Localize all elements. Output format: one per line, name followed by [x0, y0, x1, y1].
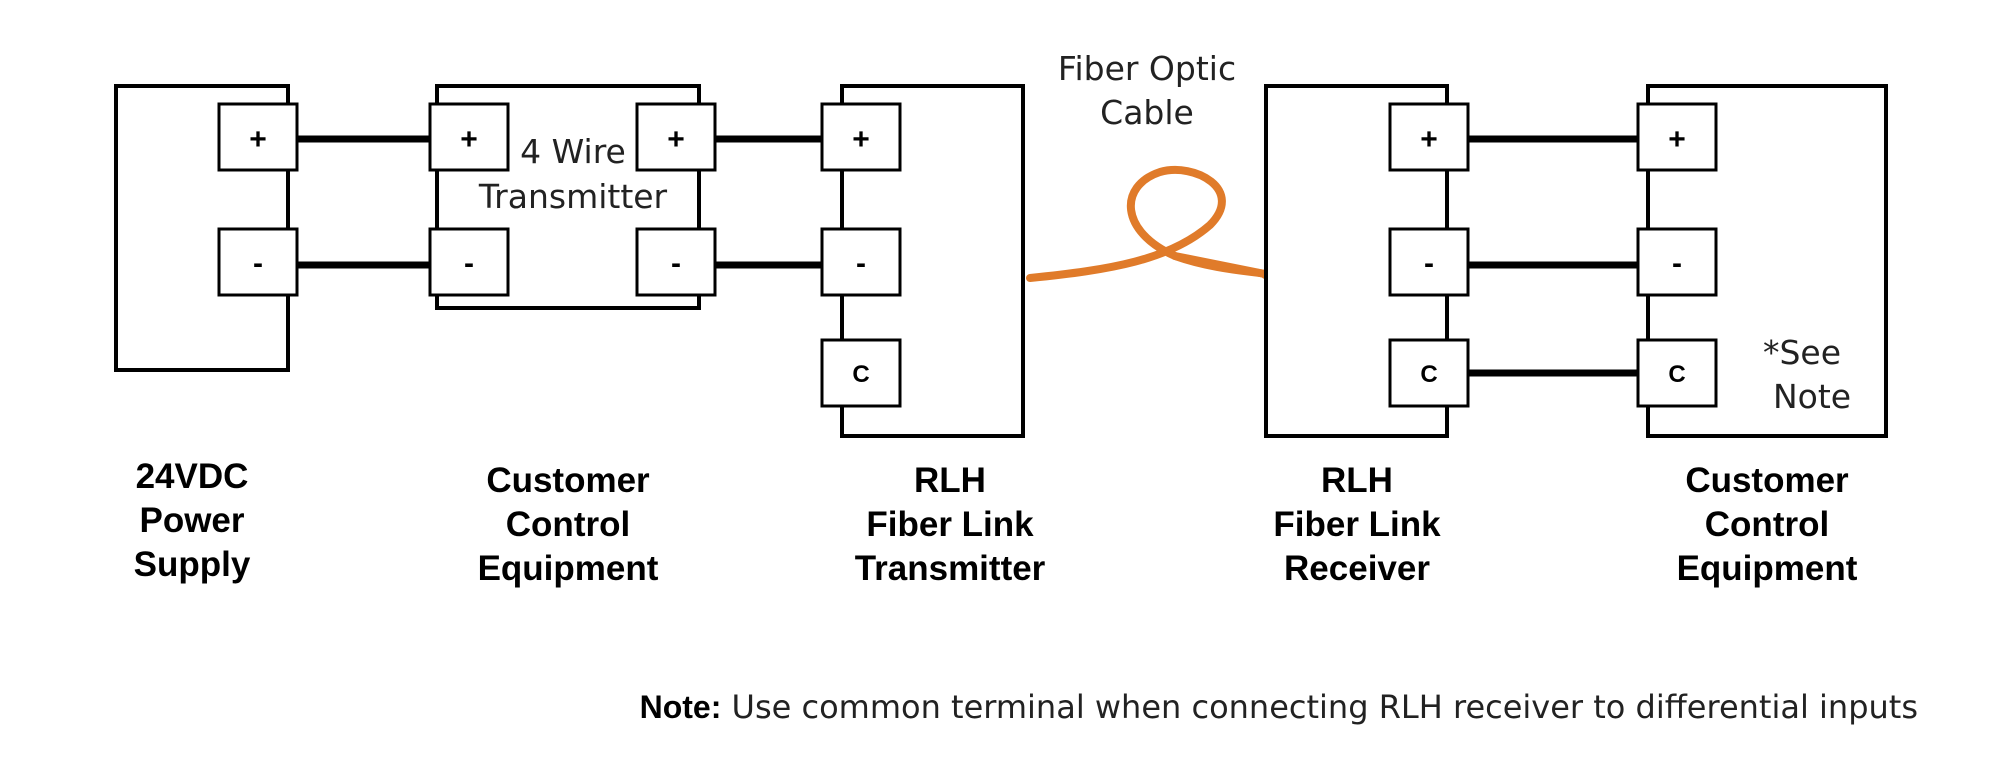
psu-plus-terminal: +	[249, 123, 267, 156]
fiber-label-line-1: Fiber Optic	[1058, 49, 1236, 88]
caption-power-supply: 24VDC Power Supply	[134, 457, 251, 584]
tx-minus-terminal: -	[856, 247, 866, 280]
fiber-label: Fiber Optic Cable	[1058, 49, 1236, 132]
transmitter-inner-label: 4 Wire Transmitter	[478, 132, 668, 216]
caption-customer-right: Customer Control Equipment	[1677, 461, 1858, 588]
fiber-optic-cable	[1026, 166, 1270, 282]
caption-rlh-receiver-line-3: Receiver	[1284, 549, 1430, 588]
caption-customer-left-line-3: Equipment	[478, 549, 659, 588]
caption-power-supply-line-1: 24VDC	[136, 457, 249, 496]
customer-right-common-terminal: C	[1668, 361, 1685, 388]
caption-rlh-receiver-line-2: Fiber Link	[1273, 505, 1441, 544]
fiber-cable-end	[1171, 252, 1269, 278]
footnote: Note: Use common terminal when connectin…	[640, 688, 1918, 726]
caption-rlh-transmitter-line-1: RLH	[914, 461, 986, 500]
wires	[297, 135, 1638, 377]
customer-right-minus-terminal: -	[1672, 247, 1682, 280]
rx-plus-terminal: +	[1420, 123, 1438, 156]
transmitter-inner-label-line-1: 4 Wire	[520, 132, 626, 171]
caption-rlh-transmitter-line-2: Fiber Link	[866, 505, 1034, 544]
customer-left-out-plus-terminal: +	[667, 123, 685, 156]
caption-customer-left-line-2: Control	[506, 505, 630, 544]
psu-minus-terminal: -	[253, 247, 263, 280]
see-note-label-line-2: Note	[1773, 377, 1851, 416]
caption-rlh-transmitter-line-3: Transmitter	[855, 549, 1046, 588]
caption-power-supply-line-3: Supply	[134, 545, 251, 584]
caption-customer-left-line-1: Customer	[486, 461, 650, 500]
rx-common-terminal: C	[1420, 361, 1437, 388]
caption-customer-left: Customer Control Equipment	[478, 461, 659, 588]
terminals: + - + - + - + - C + - C + - C	[217, 102, 1718, 408]
transmitter-inner-label-line-2: Transmitter	[478, 177, 668, 216]
caption-customer-right-line-2: Control	[1705, 505, 1829, 544]
customer-left-out-minus-terminal: -	[671, 247, 681, 280]
customer-left-in-minus-terminal: -	[464, 247, 474, 280]
caption-rlh-receiver: RLH Fiber Link Receiver	[1273, 461, 1441, 588]
footnote-text: Use common terminal when connecting RLH …	[721, 688, 1918, 726]
footnote-prefix: Note:	[640, 689, 722, 725]
see-note-label-line-1: *See	[1763, 333, 1841, 372]
tx-plus-terminal: +	[852, 123, 870, 156]
caption-customer-right-line-1: Customer	[1685, 461, 1849, 500]
see-note-label: *See Note	[1763, 333, 1851, 416]
fiber-label-line-2: Cable	[1100, 93, 1194, 132]
caption-rlh-transmitter: RLH Fiber Link Transmitter	[855, 461, 1046, 588]
customer-right-plus-terminal: +	[1668, 123, 1686, 156]
customer-left-in-plus-terminal: +	[460, 123, 478, 156]
rx-minus-terminal: -	[1424, 247, 1434, 280]
caption-customer-right-line-3: Equipment	[1677, 549, 1858, 588]
tx-common-terminal: C	[852, 361, 869, 388]
caption-rlh-receiver-line-1: RLH	[1321, 461, 1393, 500]
caption-power-supply-line-2: Power	[139, 501, 244, 540]
